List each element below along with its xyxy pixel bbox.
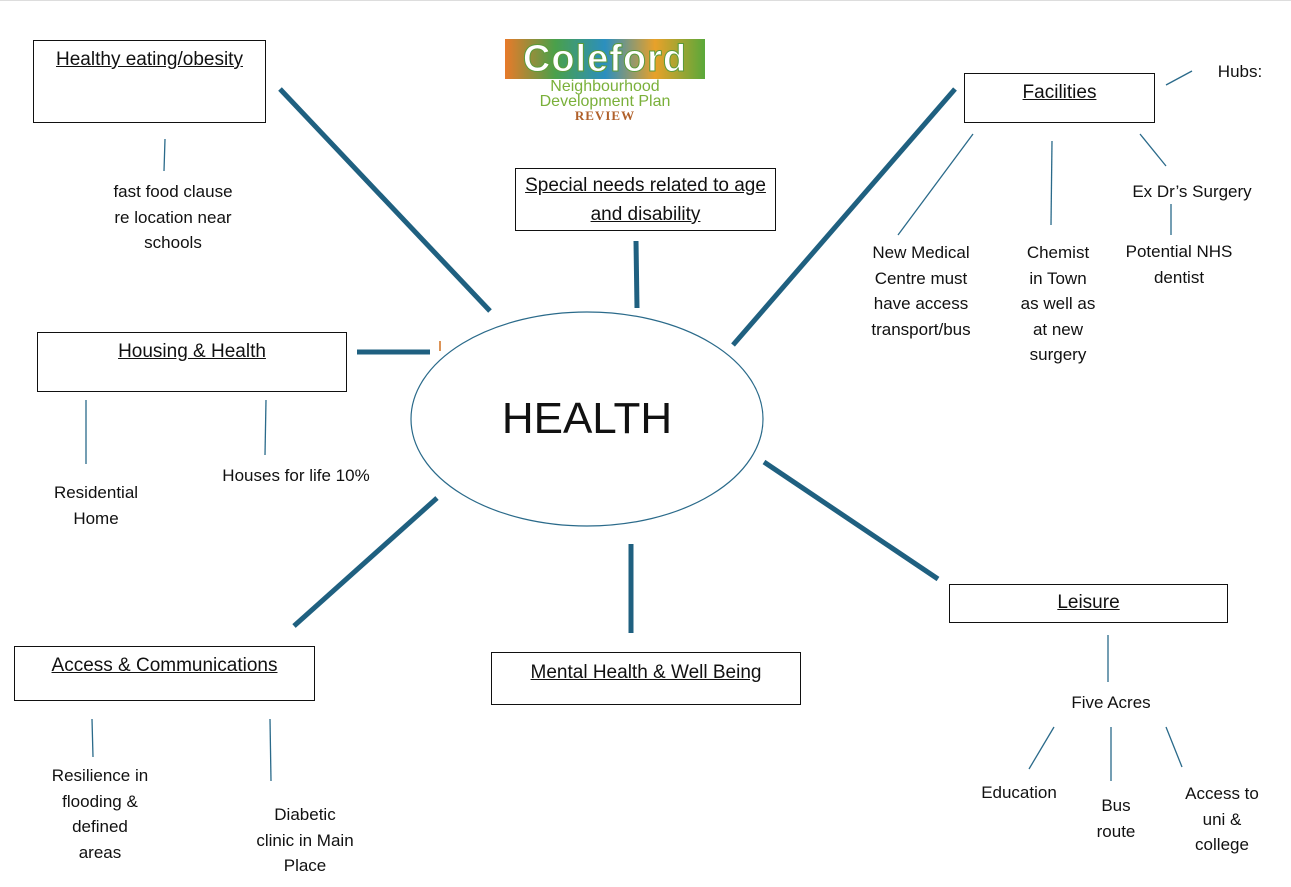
box-label: Healthy eating/obesity [56,49,243,70]
box-label: Mental Health & Well Being [530,662,762,683]
spoke-healthy [278,87,492,313]
spoke-special [633,240,640,309]
box-label: Leisure [1057,592,1120,613]
note-fast-food: fast food clause re location near school… [113,182,233,252]
note-ex-dr-surgery: Ex Dr’s Surgery [1132,182,1252,201]
link-diabetic [269,718,272,782]
spoke-leisure [762,459,940,582]
box-special-needs: Special needs related to age and disabil… [515,168,776,231]
box-mental-health: Mental Health & Well Being [491,652,801,705]
note-education: Education [981,783,1057,802]
center-ellipse [410,311,764,527]
box-access-communications: Access & Communications [14,646,315,701]
box-facilities: Facilities [964,73,1155,123]
note-houses-for-life: Houses for life 10% [222,466,370,485]
logo-title: Coleford [505,39,705,80]
link-resilience [91,718,94,758]
box-healthy-eating: Healthy eating/obesity [33,40,266,123]
center-topic: HEALTH [501,394,673,443]
coleford-logo: Coleford Neighbourhood Development Plan … [505,39,705,123]
box-label: Access & Communications [51,655,278,676]
note-five-acres: Five Acres [1071,693,1151,712]
note-residential-home: Residential Home [53,483,139,528]
link-exdr [1139,133,1167,167]
link-fastfood [163,138,166,172]
link-houses [264,399,267,456]
box-housing-health: Housing & Health [37,332,347,392]
link-chemist [1050,140,1053,226]
spoke-access [292,496,439,628]
note-nhs-dentist: Potential NHS dentist [1125,242,1233,287]
note-resilience: Resilience in flooding & defined areas [51,766,149,862]
box-label: Special needs related to age and disabil… [525,175,766,225]
link-hubs [1165,70,1193,86]
link-medical [897,133,974,236]
box-label: Housing & Health [118,341,266,362]
spoke-facilities [731,87,957,347]
note-new-medical-centre: New Medical Centre must have access tran… [871,243,971,339]
note-diabetic-clinic: Diabetic clinic in Main Place [256,805,354,875]
logo-line2: Neighbourhood [550,78,660,95]
logo-line4: REVIEW [574,108,636,123]
box-label: Facilities [1022,82,1097,103]
link-uni [1165,726,1183,768]
note-hubs: Hubs: [1217,62,1263,81]
note-access-uni: Access to uni & college [1185,784,1259,854]
note-chemist: Chemist in Town as well as at new surger… [1020,243,1096,364]
link-education [1028,726,1055,770]
box-leisure: Leisure [949,584,1228,623]
logo-line3: Development Plan [539,93,671,110]
note-bus-route: Bus route [1096,796,1136,841]
